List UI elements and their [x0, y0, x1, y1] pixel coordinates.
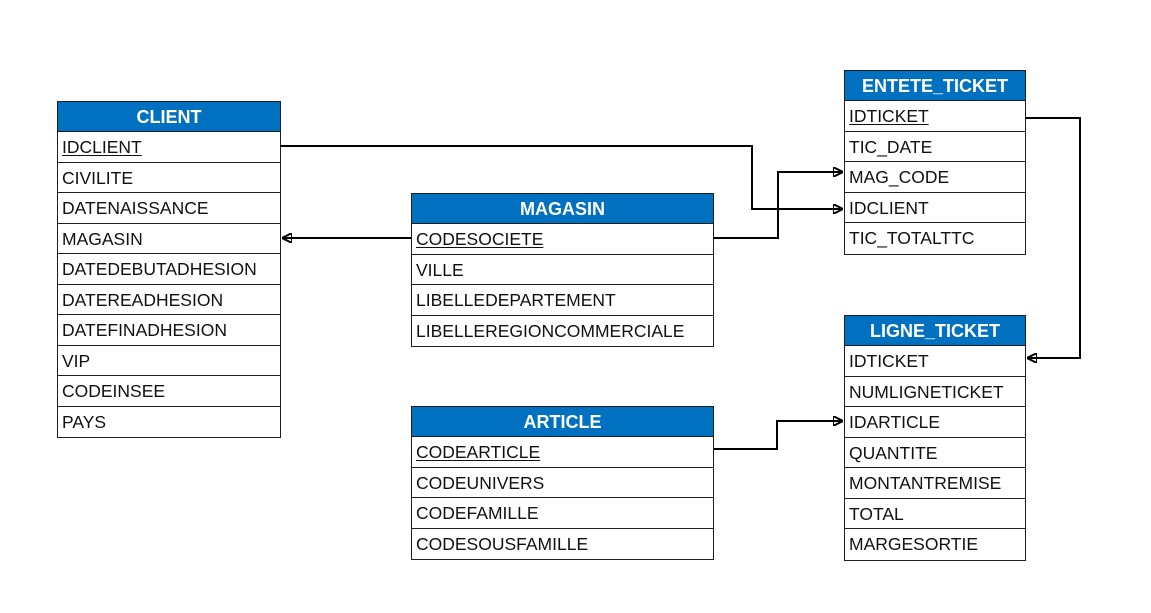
field-magasin-ville: VILLE — [412, 255, 713, 285]
field-client-datefinadhesion: DATEFINADHESION — [58, 315, 280, 346]
field-magasin-libelledepartement: LIBELLEDEPARTEMENT — [412, 285, 713, 316]
field-ligne-ticket-total: TOTAL — [845, 499, 1025, 529]
field-ligne-ticket-margesortie: MARGESORTIE — [849, 534, 979, 554]
table-entete-ticket-header: ENTETE_TICKET — [845, 71, 1025, 101]
field-client-vip: VIP — [58, 346, 280, 376]
link-magasin-codesociete-to-entete-magcode — [714, 172, 842, 239]
field-client-datedebutadhesion: DATEDEBUTADHESION — [58, 254, 280, 285]
field-client-datenaissance: DATENAISSANCE — [58, 193, 280, 224]
field-magasin-libelleregioncommerciale: LIBELLEREGIONCOMMERCIALE — [416, 320, 685, 341]
field-ligne-ticket-quantite: QUANTITE — [845, 438, 1025, 468]
table-client-header: CLIENT — [58, 102, 280, 132]
field-entete-ticket-tic-date: TIC_DATE — [845, 132, 1025, 162]
field-entete-ticket-mag-code: MAG_CODE — [845, 162, 1025, 193]
field-article-codefamille: CODEFAMILLE — [412, 498, 713, 529]
field-client-codeinsee: CODEINSEE — [58, 376, 280, 407]
table-magasin-header: MAGASIN — [412, 194, 713, 224]
link-article-codearticle-to-ligne-idarticle — [714, 421, 842, 450]
field-entete-ticket-idclient: IDCLIENT — [845, 193, 1025, 223]
field-ligne-ticket-idarticle: IDARTICLE — [845, 407, 1025, 438]
field-client-idclient: IDCLIENT — [58, 132, 280, 163]
field-client-pays: PAYS — [62, 411, 107, 432]
table-ligne-ticket-header: LIGNE_TICKET — [845, 316, 1025, 346]
field-magasin-codesociete: CODESOCIETE — [412, 224, 713, 255]
field-article-codeunivers: CODEUNIVERS — [412, 468, 713, 498]
field-client-magasin: MAGASIN — [58, 224, 280, 254]
field-article-codesousfamille: CODESOUSFAMILLE — [416, 533, 589, 554]
field-ligne-ticket-idticket: IDTICKET — [845, 346, 1025, 377]
field-client-datereadhesion: DATEREADHESION — [58, 285, 280, 315]
link-entete-idticket-to-ligne-idticket — [1026, 117, 1081, 358]
field-article-codearticle: CODEARTICLE — [412, 437, 713, 468]
field-client-civilite: CIVILITE — [58, 163, 280, 193]
field-entete-ticket-tic-totalttc: TIC_TOTALTTC — [849, 228, 975, 248]
field-ligne-ticket-montantremise: MONTANTREMISE — [845, 468, 1025, 499]
field-entete-ticket-idticket: IDTICKET — [845, 101, 1025, 132]
table-article-header: ARTICLE — [412, 407, 713, 437]
field-ligne-ticket-numligneticket: NUMLIGNETICKET — [845, 377, 1025, 407]
